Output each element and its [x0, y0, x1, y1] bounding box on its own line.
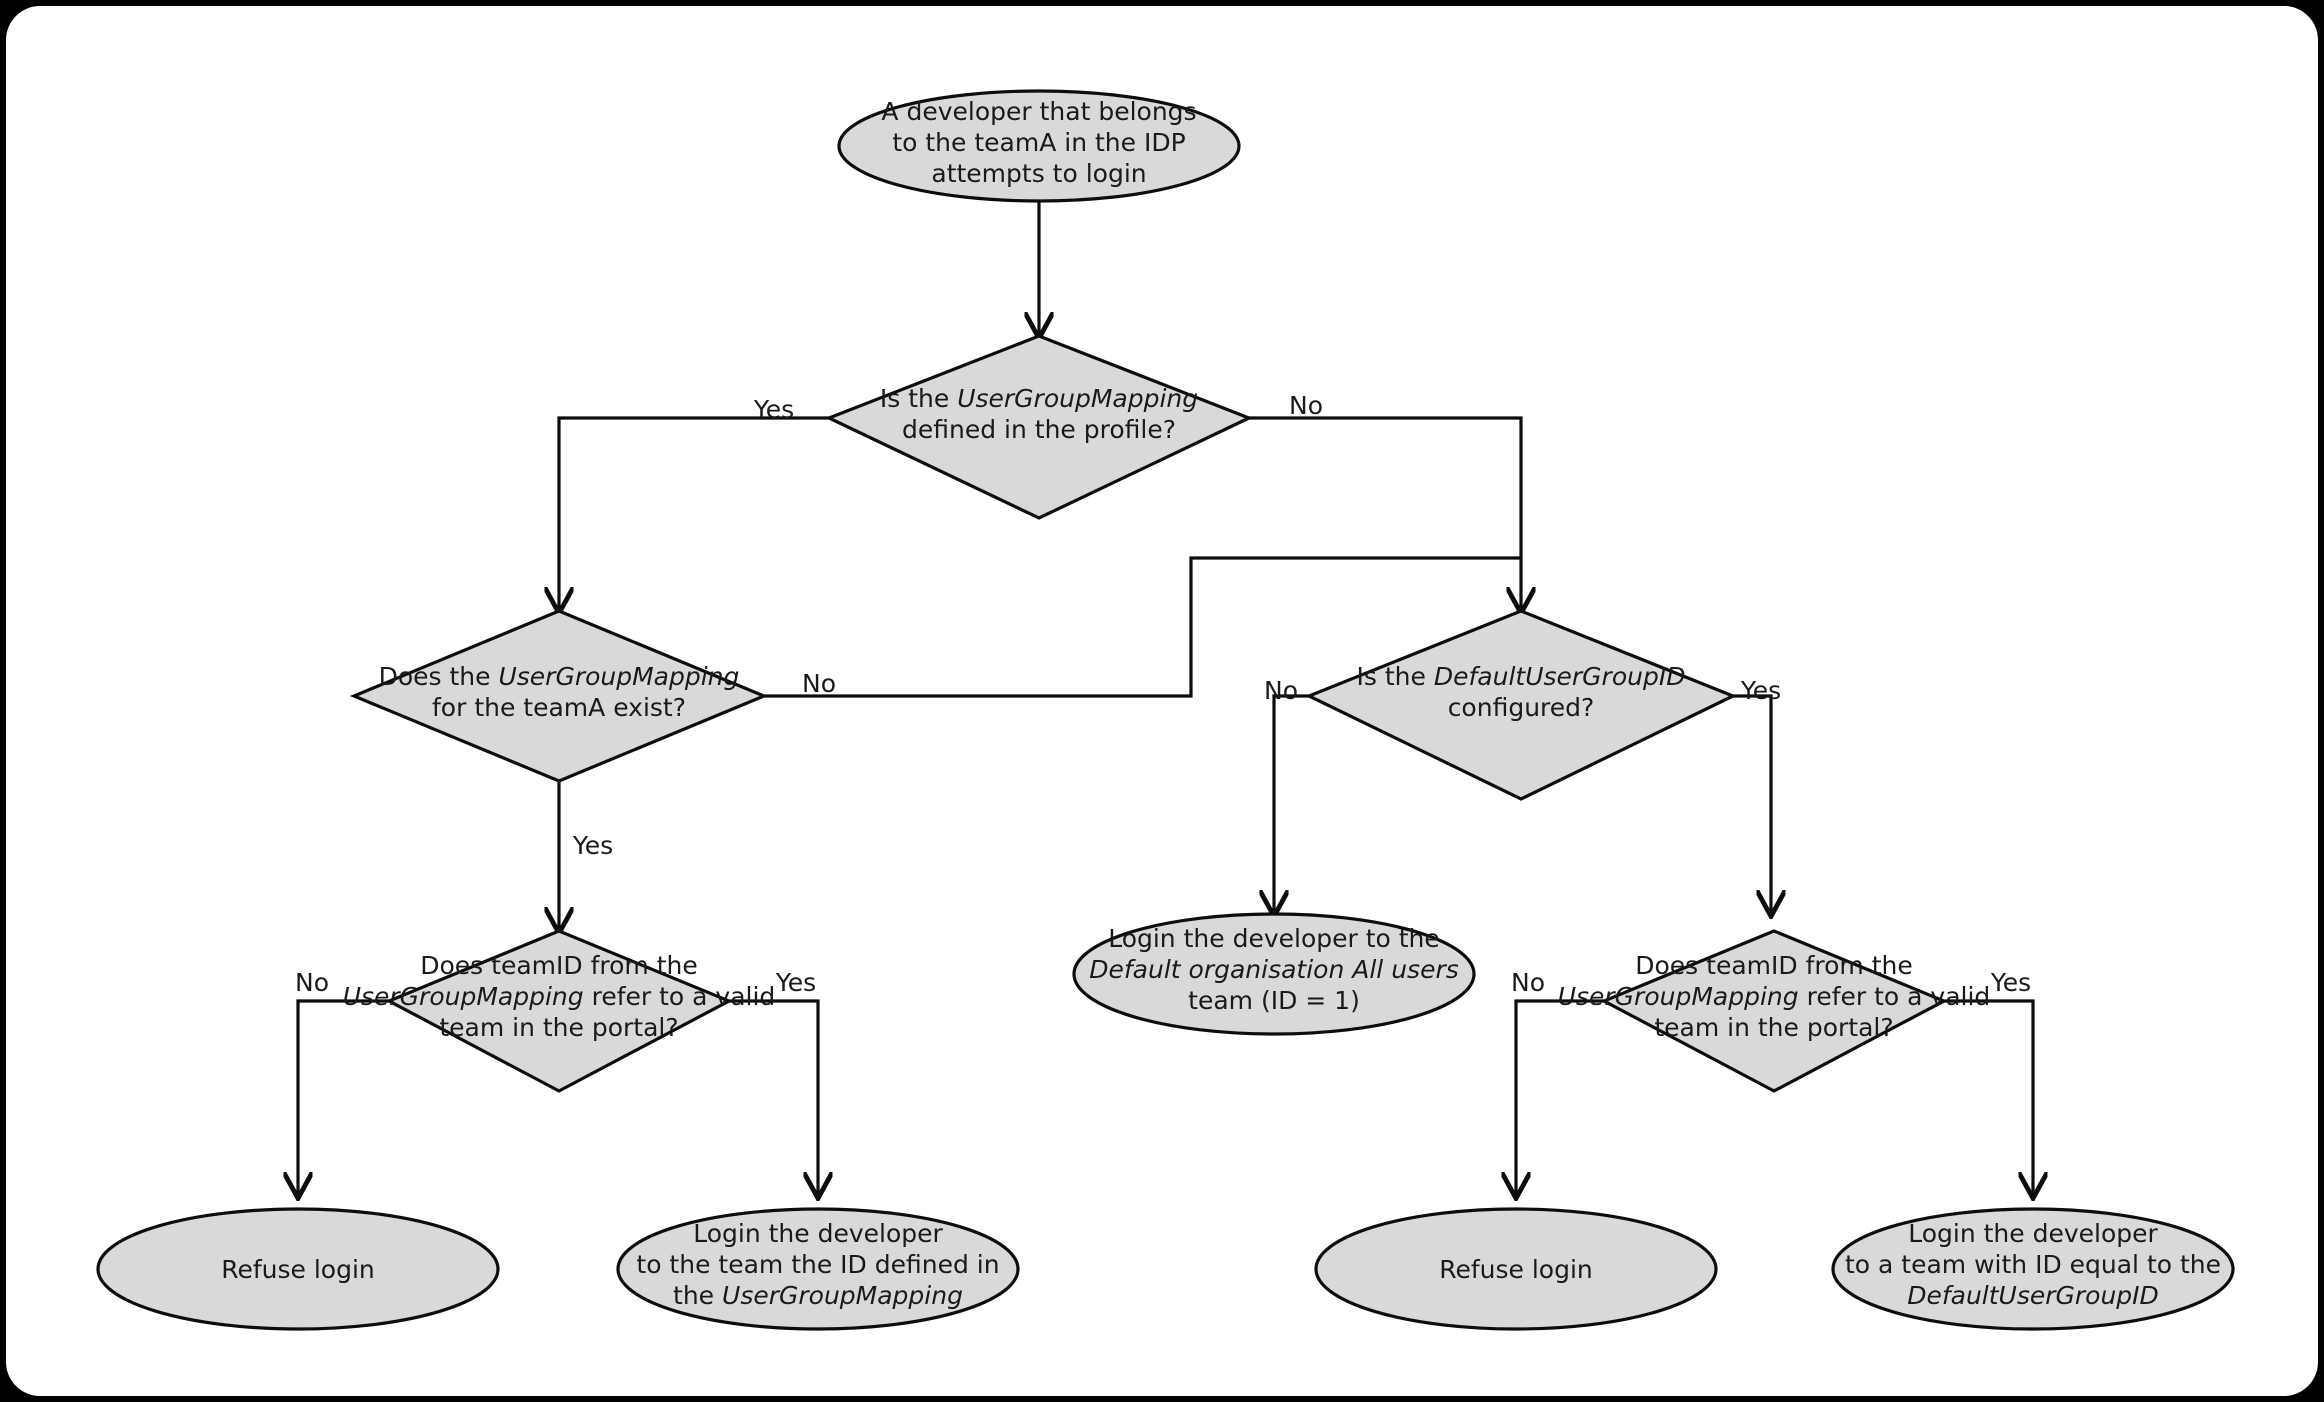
edge-label-valid-team-right-yes: Yes [1990, 968, 2031, 997]
node-refuse-login-right-label: Refuse login [1439, 1255, 1593, 1284]
edge-mapping-defined-yes [559, 416, 829, 611]
edge-default-group-no [1274, 694, 1309, 914]
node-default-group-shape[interactable] [1305, 609, 1737, 801]
edge-default-group-yes [1733, 694, 1771, 914]
edge-label-mapping-teama-yes: Yes [572, 831, 613, 860]
edge-mapping-defined-no [1249, 416, 1521, 611]
node-valid-team-right-shape[interactable] [1600, 929, 1948, 1093]
edge-labels-layer: Yes No No Yes No Yes No Yes No Yes [295, 391, 2031, 997]
edge-valid-team-right-no [1516, 999, 1604, 1196]
edge-label-default-group-yes: Yes [1740, 676, 1781, 705]
edge-label-valid-team-left-no: No [295, 968, 329, 997]
edge-label-valid-team-right-no: No [1511, 968, 1545, 997]
node-refuse-login-right-shape[interactable] [1314, 1207, 1718, 1331]
node-refuse-login-left-label: Refuse login [221, 1255, 375, 1284]
edge-valid-team-left-yes [729, 999, 818, 1196]
edge-valid-team-left-no [298, 999, 389, 1196]
node-mapping-teama-shape[interactable] [349, 609, 769, 783]
edge-label-mapping-teama-no: No [802, 669, 836, 698]
edge-valid-team-right-yes [1944, 999, 2033, 1196]
edges-layer [298, 201, 2033, 1196]
node-login-mapping-team-shape[interactable] [616, 1207, 1020, 1331]
edge-label-default-group-no: No [1264, 676, 1298, 705]
node-refuse-login-left-shape[interactable] [96, 1207, 500, 1331]
shapes-layer [96, 89, 2235, 1331]
node-mapping-defined-shape[interactable] [824, 334, 1254, 520]
node-login-default-org-shape[interactable] [1072, 912, 1476, 1036]
edge-label-mapping-defined-no: No [1289, 391, 1323, 420]
node-login-default-group-team-shape[interactable] [1831, 1207, 2235, 1331]
node-valid-team-left-shape[interactable] [385, 929, 733, 1093]
edge-label-valid-team-left-yes: Yes [775, 968, 816, 997]
edge-label-mapping-defined-yes: Yes [753, 395, 794, 424]
node-start-shape[interactable] [837, 89, 1241, 203]
edge-mapping-teama-no [764, 556, 1521, 698]
